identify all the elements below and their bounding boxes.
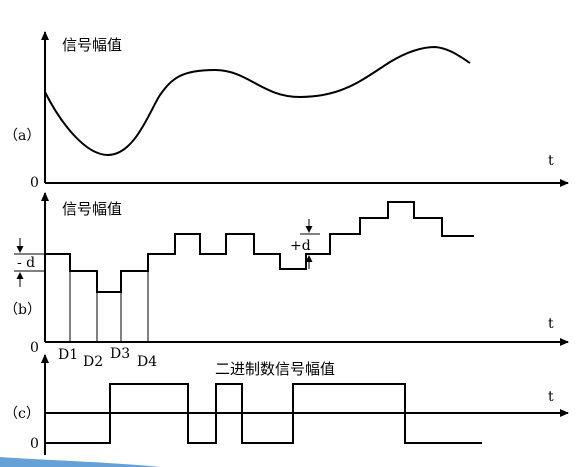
plus-d-label: +d	[290, 238, 311, 254]
panel-b: 信号幅值 （b） 0 t - d +d D1 D2 D3 D4	[4, 192, 569, 370]
panel-c-label: （c）	[4, 406, 40, 422]
panel-c-t-label: t	[548, 389, 554, 405]
panel-b-origin: 0	[30, 340, 39, 356]
quantized-staircase-signal	[45, 201, 474, 293]
panel-b-ylabel: 信号幅值	[62, 200, 122, 218]
panel-a-label: （a）	[4, 128, 40, 144]
panel-c-origin: 0	[30, 436, 39, 452]
minus-d-label: - d	[17, 255, 35, 271]
panel-b-t-label: t	[548, 316, 554, 332]
binary-pulse-signal	[45, 383, 482, 444]
panel-c: 二进制数信号幅值 （c） 0 t	[4, 354, 569, 455]
panel-a: 信号幅值 （a） 0 t	[4, 31, 569, 191]
sample-label-d2: D2	[83, 354, 103, 370]
panel-a-t-label: t	[548, 153, 554, 169]
corner-accent-shape	[0, 457, 160, 467]
sample-label-d3: D3	[110, 346, 130, 362]
panel-b-label: （b）	[4, 302, 41, 318]
sample-label-d1: D1	[58, 347, 78, 363]
analog-signal-curve	[44, 45, 471, 157]
panel-c-title: 二进制数信号幅值	[215, 360, 335, 378]
panel-a-ylabel: 信号幅值	[62, 36, 122, 54]
panel-a-origin: 0	[30, 175, 39, 191]
sample-label-d4: D4	[137, 354, 157, 370]
